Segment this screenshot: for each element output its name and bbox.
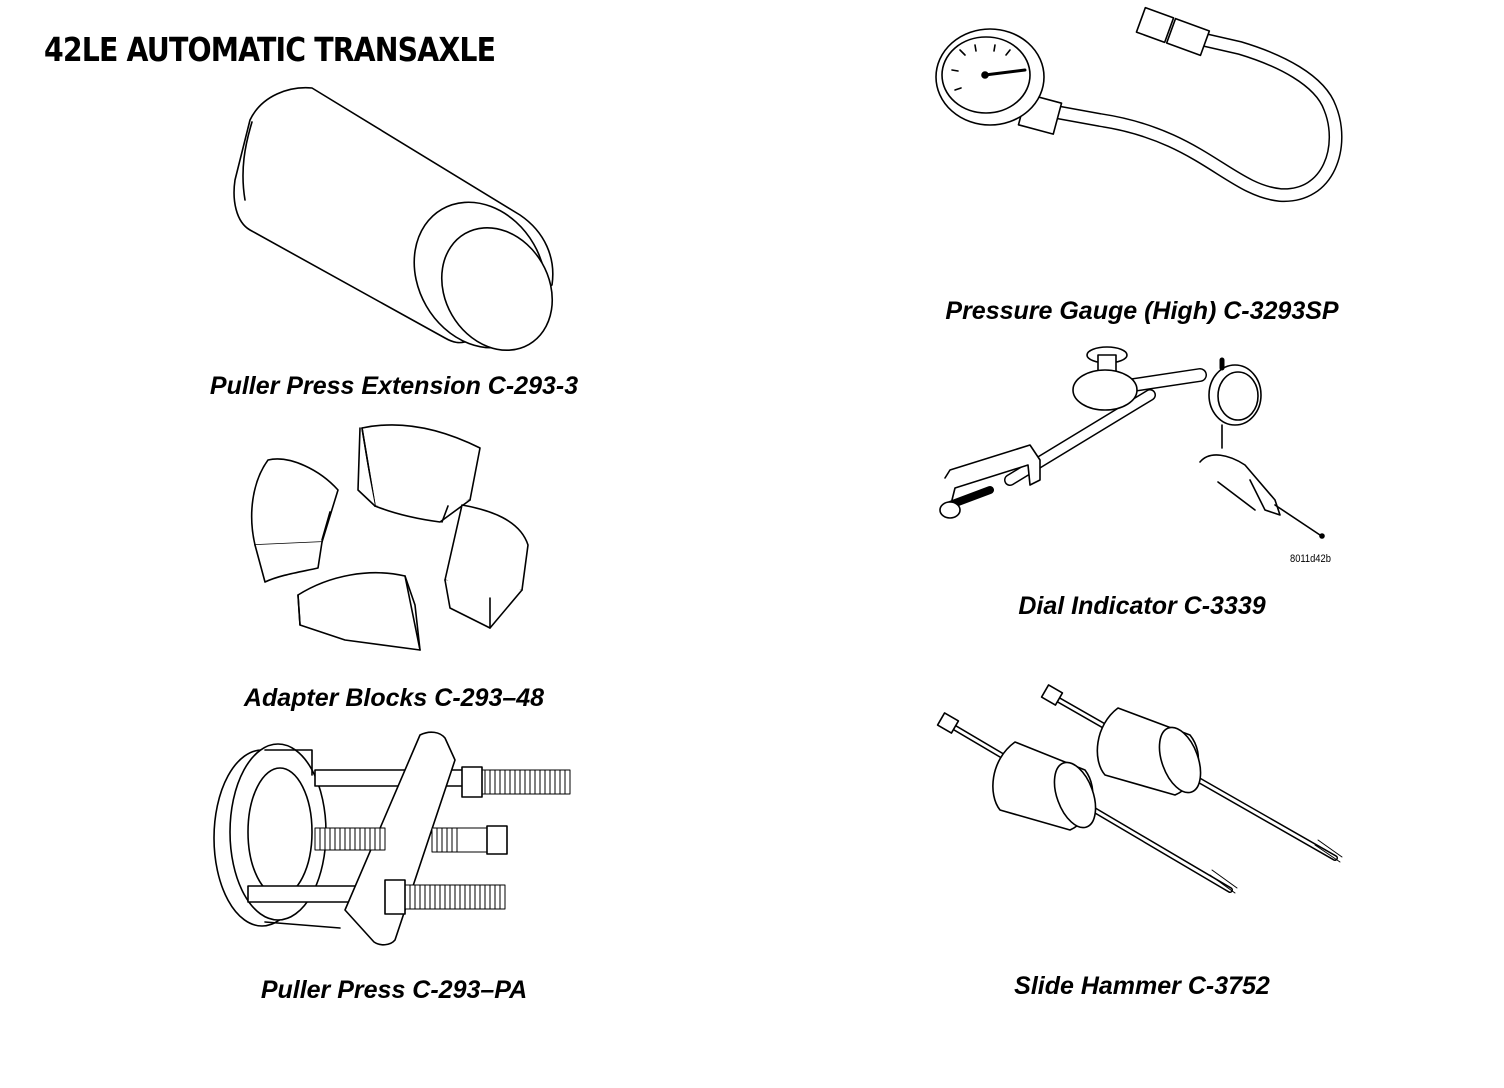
dial-indicator-illustration — [940, 347, 1324, 538]
pressure-gauge-illustration — [936, 8, 1336, 195]
caption-puller-press: Puller Press C-293–PA — [260, 976, 528, 1004]
figure-code: 8011d42b — [1290, 553, 1331, 565]
page-title: 42LE AUTOMATIC TRANSAXLE — [44, 30, 496, 69]
caption-slide-hammer: Slide Hammer C-3752 — [1014, 972, 1270, 1000]
slide-hammer-illustration — [938, 685, 1342, 893]
caption-adapter-blocks: Adapter Blocks C-293–48 — [243, 684, 545, 712]
caption-puller-press-extension: Puller Press Extension C-293-3 — [209, 372, 579, 400]
puller-press-illustration — [214, 732, 570, 945]
puller-press-extension-illustration — [234, 88, 574, 372]
caption-pressure-gauge: Pressure Gauge (High) C-3293SP — [945, 297, 1339, 325]
adapter-blocks-illustration — [252, 425, 528, 650]
caption-dial-indicator: Dial Indicator C-3339 — [1018, 592, 1266, 620]
